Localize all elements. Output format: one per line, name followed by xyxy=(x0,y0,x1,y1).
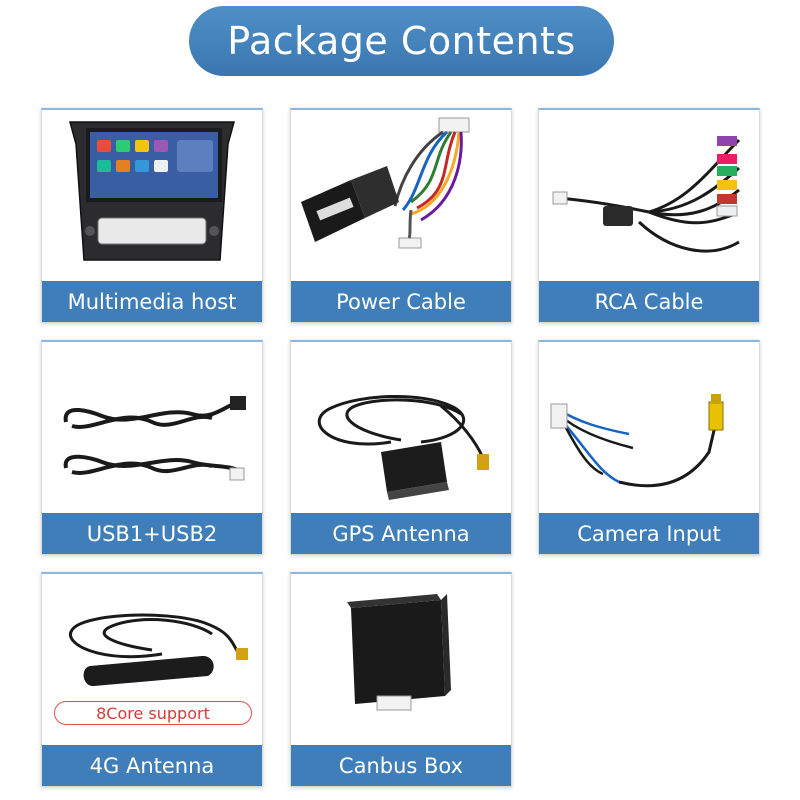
item-label: Camera Input xyxy=(539,513,759,554)
item-card-rca-cable: RCA Cable xyxy=(538,108,760,323)
item-label: USB1+USB2 xyxy=(42,513,262,554)
canbus-box-image xyxy=(291,574,511,744)
item-card-power-cable: Power Cable xyxy=(290,108,512,323)
item-card-gps-antenna: GPS Antenna xyxy=(290,340,512,555)
gps-antenna-image xyxy=(291,342,511,512)
item-card-camera-input: Camera Input xyxy=(538,340,760,555)
multimedia-host-image xyxy=(42,110,262,280)
item-card-4g-antenna: 8Core support 4G Antenna xyxy=(41,572,263,787)
item-label: Multimedia host xyxy=(42,281,262,322)
usb-cable-image xyxy=(42,342,262,512)
item-label: GPS Antenna xyxy=(291,513,511,554)
item-label: Power Cable xyxy=(291,281,511,322)
4g-antenna-image xyxy=(42,574,262,744)
item-card-usb-cable: USB1+USB2 xyxy=(41,340,263,555)
rca-cable-image xyxy=(539,110,759,280)
8core-support-badge: 8Core support xyxy=(54,701,252,725)
camera-input-cable-image xyxy=(539,342,759,512)
power-cable-image xyxy=(291,110,511,280)
item-label: Canbus Box xyxy=(291,745,511,786)
item-label: 4G Antenna xyxy=(42,745,262,786)
page-title: Package Contents xyxy=(189,6,614,76)
item-label: RCA Cable xyxy=(539,281,759,322)
item-card-multimedia-host: Multimedia host xyxy=(41,108,263,323)
item-card-canbus-box: Canbus Box xyxy=(290,572,512,787)
